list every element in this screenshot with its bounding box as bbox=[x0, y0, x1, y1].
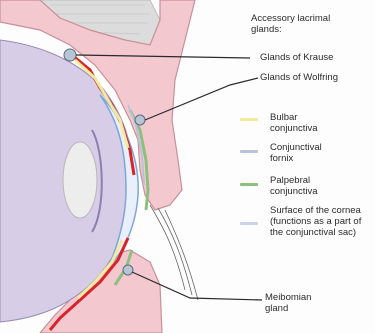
legend-swatch-palpebral bbox=[240, 183, 258, 186]
meibomian-gland bbox=[123, 265, 133, 275]
legend-palpebral: Palpebral conjunctiva bbox=[270, 175, 348, 197]
label-krause: Glands of Krause bbox=[260, 52, 333, 63]
legend-swatch-bulbar bbox=[240, 118, 258, 121]
legend-cornea: Surface of the cornea (functions as a pa… bbox=[270, 205, 372, 238]
legend-swatch-fornix bbox=[240, 150, 258, 153]
wolfring-gland bbox=[135, 115, 145, 125]
legend-bulbar: Bulbar conjunctiva bbox=[270, 112, 345, 134]
title: Accessory lacrimal glands: bbox=[251, 13, 361, 35]
label-meibomian: Meibomian gland bbox=[265, 292, 325, 314]
lens bbox=[63, 142, 97, 218]
legend-fornix: Conjunctival fornix bbox=[270, 142, 340, 164]
krause-gland bbox=[64, 49, 76, 61]
legend-swatch-cornea bbox=[240, 222, 258, 225]
label-wolfring: Glands of Wolfring bbox=[260, 72, 338, 83]
